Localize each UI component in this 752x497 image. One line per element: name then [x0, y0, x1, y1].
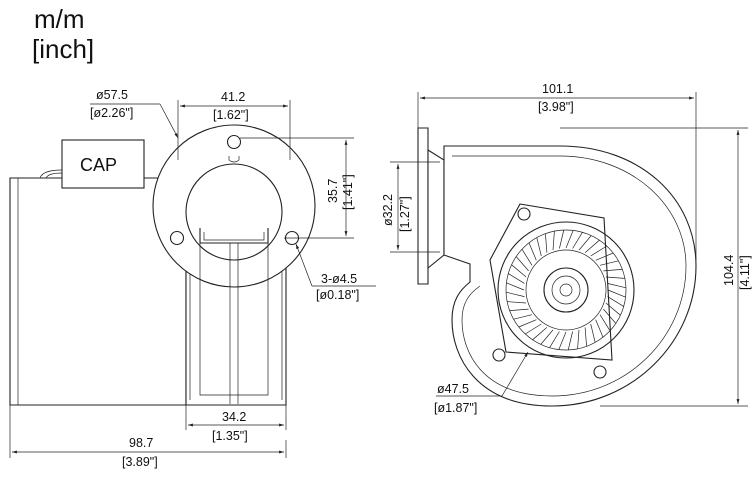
wheel-blade	[508, 273, 525, 284]
wheel-dia-mm: ø47.5	[437, 382, 469, 396]
flange-dia-inch: [ø2.26"]	[90, 106, 133, 120]
hub	[543, 267, 589, 313]
outlet-width-inch: [1.62"]	[213, 108, 249, 122]
right-dimensions: 101.1 [3.98"] ø32.2 [1.27"] 104.4 [4.11"…	[381, 82, 752, 415]
wheel-blade	[605, 302, 621, 316]
wheel-blade	[590, 245, 607, 257]
outlet-circle	[185, 163, 283, 261]
front-view	[417, 127, 697, 407]
wheel-blade	[540, 329, 554, 345]
hole-top	[226, 134, 242, 150]
wheel-blade	[532, 327, 548, 341]
wheel-blade	[505, 291, 525, 297]
overall-length-mm: 98.7	[129, 436, 153, 450]
wheel-blade	[513, 314, 533, 320]
wheel-blade	[599, 314, 611, 331]
wheel-blade	[607, 283, 627, 289]
wheel-blades	[505, 229, 627, 351]
wheel-blade	[509, 308, 529, 311]
outlet-dia-inch: [1.27"]	[398, 196, 412, 232]
wheel-blade	[584, 327, 587, 347]
outlet-width-mm: 41.2	[221, 90, 245, 104]
wheel-blade	[605, 276, 625, 279]
side-view: CAP	[9, 124, 316, 406]
holes-mm: 3-ø4.5	[321, 272, 357, 286]
outlet-dia-mm: ø32.2	[381, 194, 395, 226]
wheel-blade	[507, 301, 527, 304]
outlet-bottom-mm: 34.2	[222, 410, 246, 424]
wheel-blade	[599, 260, 619, 266]
outlet-flange	[417, 127, 429, 285]
wheel-blade	[607, 296, 624, 307]
wheel-blade	[607, 289, 626, 298]
wheel-blade	[552, 231, 555, 251]
wheel-blade	[559, 229, 565, 249]
wheel-blade	[584, 239, 600, 253]
wheel-blade	[578, 235, 592, 251]
flange-circle	[152, 124, 316, 288]
wheel-blade	[525, 323, 542, 335]
wheel-blade	[528, 242, 537, 261]
wheel-blade	[590, 323, 596, 343]
width-right-mm: 101.1	[542, 82, 573, 96]
wheel-blade	[595, 319, 604, 338]
outlet-height-inch: [1.41"]	[341, 174, 355, 210]
wheel-blade	[567, 331, 573, 351]
wheel-blade	[536, 237, 542, 257]
wheel-blade	[515, 256, 529, 272]
wheel-blade	[545, 233, 548, 253]
outlet-height-mm: 35.7	[326, 179, 340, 203]
outlet-bottom-inch: [1.35"]	[212, 429, 248, 443]
wheel-blade	[549, 331, 560, 348]
wheel-blade	[603, 269, 623, 272]
wheel-blade	[521, 249, 533, 266]
wheel-blade	[511, 264, 527, 278]
holes-inch: [ø0.18"]	[316, 288, 359, 302]
overall-length-inch: [3.89"]	[122, 455, 158, 469]
wheel-blade	[595, 252, 614, 261]
wheel-outer	[497, 221, 635, 359]
cap-label: CAP	[80, 155, 117, 175]
wheel-blade	[565, 230, 574, 249]
scroll-housing	[443, 145, 697, 407]
units-inch-label: [inch]	[32, 34, 94, 64]
inlet-plate	[489, 203, 613, 361]
capacitor-box	[61, 139, 145, 189]
wheel-dia-inch: [ø1.87"]	[434, 401, 477, 415]
wheel-blade	[577, 329, 580, 349]
units-mm-label: m/m	[34, 4, 85, 34]
wheel-blade	[558, 331, 567, 350]
wheel-blade	[518, 319, 537, 328]
flange-dia-mm: ø57.5	[96, 88, 128, 102]
height-right-inch: [4.11"]	[738, 255, 752, 290]
width-right-inch: [3.98"]	[538, 100, 574, 114]
left-dimensions: ø57.5 [ø2.26"] 41.2 [1.62"] 35.7 [1.41"]…	[9, 88, 376, 469]
wheel-blade	[506, 282, 525, 291]
wheel-blade	[603, 308, 617, 324]
height-right-mm: 104.4	[722, 255, 736, 286]
hole-left	[169, 230, 185, 246]
wheel-blade	[572, 232, 583, 249]
